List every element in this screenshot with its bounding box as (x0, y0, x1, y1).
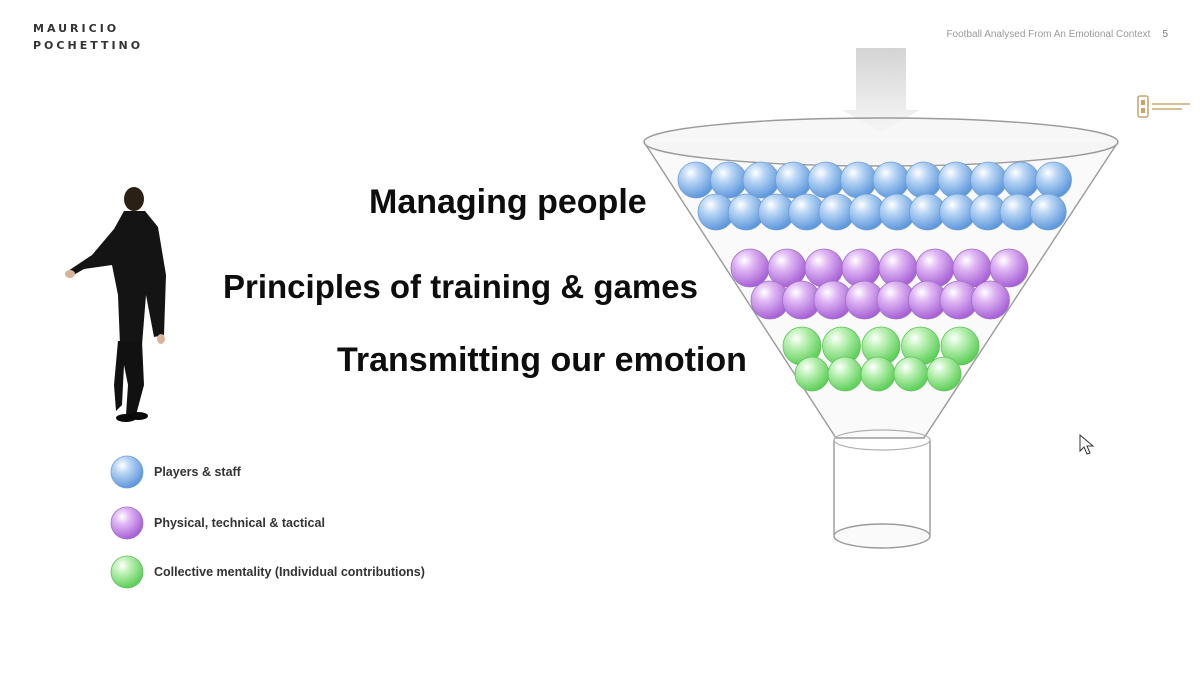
heading-managing-people: Managing people (369, 183, 647, 221)
funnel-icon (643, 48, 1119, 549)
legend-item-players-staff: Players & staff (110, 454, 241, 490)
green-ball-icon (110, 555, 144, 589)
funnel-ball (860, 356, 896, 392)
funnel-ball (970, 161, 1007, 199)
mouse-pointer-icon (1079, 434, 1095, 455)
funnel-ball (1002, 161, 1040, 199)
brand-title: MAURICIO POCHETTINO (33, 20, 143, 54)
funnel-ball (872, 161, 910, 199)
funnel-ball (989, 248, 1029, 288)
funnel-ball (1029, 193, 1067, 231)
legend-label: Players & staff (154, 465, 241, 479)
funnel-ball (730, 248, 770, 288)
funnel-ball (775, 161, 812, 199)
page-number: 5 (1162, 29, 1168, 40)
coach-congress-logo-icon (1137, 95, 1190, 118)
brand-line-1: MAURICIO (33, 22, 120, 35)
legend-label: Collective mentality (Individual contrib… (154, 565, 425, 579)
funnel-ball (940, 326, 980, 366)
funnel-ball (926, 356, 962, 392)
legend-item-collective-mentality: Collective mentality (Individual contrib… (110, 554, 425, 590)
purple-ball-icon (110, 506, 144, 540)
slide-header-right: Football Analysed From An Emotional Cont… (946, 29, 1168, 40)
funnel-ball (1035, 161, 1072, 199)
legend-label: Physical, technical & tactical (154, 516, 325, 530)
funnel-ball (677, 161, 715, 199)
funnel-ball (915, 248, 955, 288)
funnel-ball (794, 356, 830, 392)
funnel-ball (937, 161, 975, 199)
funnel-ball (905, 161, 942, 199)
presentation-subtitle: Football Analysed From An Emotional Cont… (946, 29, 1151, 40)
heading-principles: Principles of training & games (223, 268, 698, 305)
heading-transmitting-emotion: Transmitting our emotion (337, 341, 747, 379)
brand-line-2: POCHETTINO (33, 39, 144, 52)
funnel-ball (742, 161, 780, 199)
coach-figure-icon (65, 187, 166, 422)
legend-item-physical-technical-tactical: Physical, technical & tactical (110, 505, 325, 541)
funnel-ball (971, 280, 1010, 320)
funnel-ball (840, 161, 877, 199)
funnel-ball (827, 356, 863, 392)
funnel-ball (710, 161, 747, 199)
funnel-ball (893, 356, 929, 392)
funnel-ball (807, 161, 845, 199)
blue-ball-icon (110, 455, 144, 489)
